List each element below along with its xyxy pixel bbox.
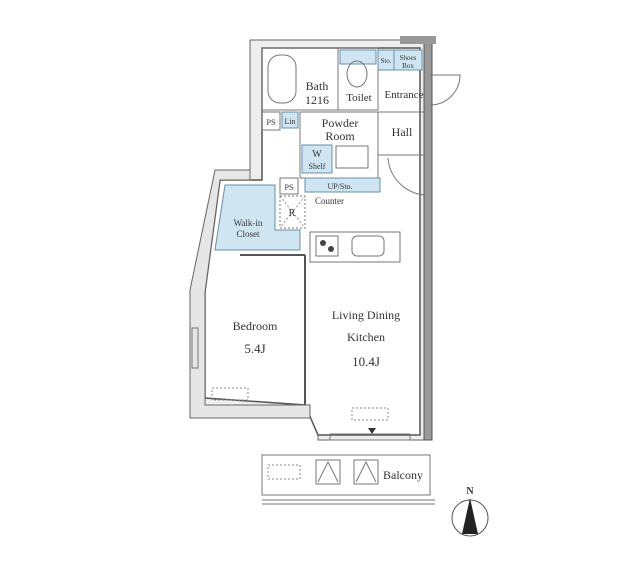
up-sto-label: UP/Sto. <box>327 182 352 191</box>
counter-label: Counter <box>315 196 344 206</box>
ldk-window <box>329 433 411 441</box>
entrance-door-swing <box>387 157 426 196</box>
up-storage <box>304 177 381 193</box>
linen-label: Lin <box>284 117 295 126</box>
bath-size: 1216 <box>305 93 329 107</box>
north-compass-icon: N <box>451 486 489 537</box>
exterior-wall-hatched <box>423 39 433 441</box>
toilet-icon <box>346 60 368 88</box>
compass-label: N <box>466 486 474 497</box>
powder-room-label-2: Room <box>325 129 355 143</box>
walk-in-closet <box>214 184 301 251</box>
shoes-label: Shoes <box>400 54 417 62</box>
bath-label: Bath <box>306 79 329 93</box>
walk-in-closet-label-2: Closet <box>236 229 260 239</box>
balcony-area <box>261 454 431 496</box>
bedroom-label: Bedroom <box>233 319 278 333</box>
outer-walls <box>189 36 436 441</box>
kitchen-counter <box>309 231 401 263</box>
box-label: Box <box>402 62 414 70</box>
ps-label-2: PS <box>285 183 294 192</box>
ps-label: PS <box>267 118 276 127</box>
ldk-label: Living Dining <box>332 308 400 322</box>
w-label: W <box>312 149 322 160</box>
sink-icon <box>335 145 369 169</box>
walk-in-closet-label: Walk-in <box>234 218 263 228</box>
washer-shelf <box>301 144 333 174</box>
sto-label: Sto. <box>380 57 391 65</box>
stove-icon <box>315 235 339 257</box>
toilet-label: Toilet <box>346 92 372 104</box>
ldk-label-2: Kitchen <box>347 330 385 344</box>
toilet-room <box>337 47 379 111</box>
entrance-label: Entrance <box>384 89 423 101</box>
kitchen-sink-icon <box>351 235 385 257</box>
shelf-label: Shelf <box>309 162 326 171</box>
bedroom-size: 5.4J <box>244 341 265 356</box>
bathtub-icon <box>267 54 297 104</box>
evacuation-hatch-icon <box>353 459 379 485</box>
bedroom-window <box>191 327 199 369</box>
balcony-label: Balcony <box>383 468 423 482</box>
powder-room-label: Powder <box>322 116 359 130</box>
shoes-box <box>393 49 423 71</box>
refrigerator-label: R <box>289 208 296 219</box>
evacuation-hatch-icon <box>315 459 341 485</box>
hall-label: Hall <box>392 125 413 139</box>
ldk-size: 10.4J <box>352 354 380 369</box>
